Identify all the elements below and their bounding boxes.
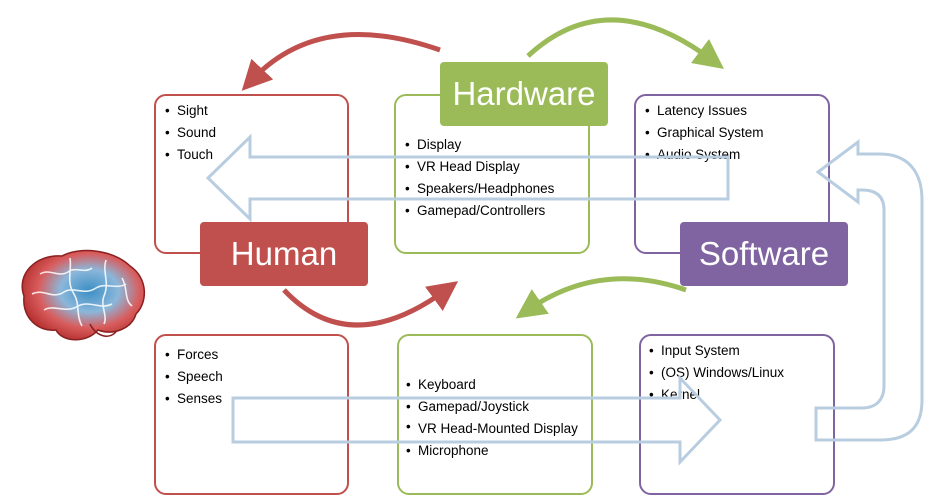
list-item: Sight	[165, 100, 216, 122]
software-header: Software	[680, 222, 848, 286]
list-item: VR Head-Mounted Display	[406, 418, 578, 440]
list-item: (OS) Windows/Linux	[649, 362, 784, 384]
list-item: Speakers/Headphones	[405, 178, 554, 200]
list-item: Latency Issues	[645, 100, 764, 122]
software-input-panel: Input System (OS) Windows/Linux Kernel	[639, 334, 835, 495]
list-item: Microphone	[406, 440, 578, 462]
hardware-input-panel: Keyboard Gamepad/Joystick VR Head-Mounte…	[397, 334, 593, 495]
list-item: Sound	[165, 122, 216, 144]
list-item: Forces	[165, 344, 223, 366]
list-item: VR Head Display	[405, 156, 554, 178]
list-item: Keyboard	[406, 374, 578, 396]
top-right-green-curve-arrow	[526, 17, 725, 69]
input-flow-arrow	[231, 374, 723, 466]
list-item: Graphical System	[645, 122, 764, 144]
list-item: Display	[405, 134, 554, 156]
top-left-red-curve-arrow	[241, 32, 441, 91]
output-flow-arrow	[205, 133, 730, 223]
list-item: Gamepad/Controllers	[405, 200, 554, 222]
hardware-header: Hardware	[440, 62, 608, 126]
list-item: Gamepad/Joystick	[406, 396, 578, 418]
list-item: Speech	[165, 366, 223, 388]
human-header: Human	[200, 222, 368, 286]
loop-back-arrow	[814, 139, 924, 442]
bottom-right-green-curve-arrow	[515, 276, 687, 319]
list-item: Senses	[165, 388, 223, 410]
list-item: Input System	[649, 340, 784, 362]
bottom-left-red-curve-arrow	[282, 281, 459, 328]
human-input-panel: Forces Speech Senses	[154, 334, 349, 495]
list-item: Touch	[165, 144, 216, 166]
brain-illustration	[21, 249, 145, 341]
